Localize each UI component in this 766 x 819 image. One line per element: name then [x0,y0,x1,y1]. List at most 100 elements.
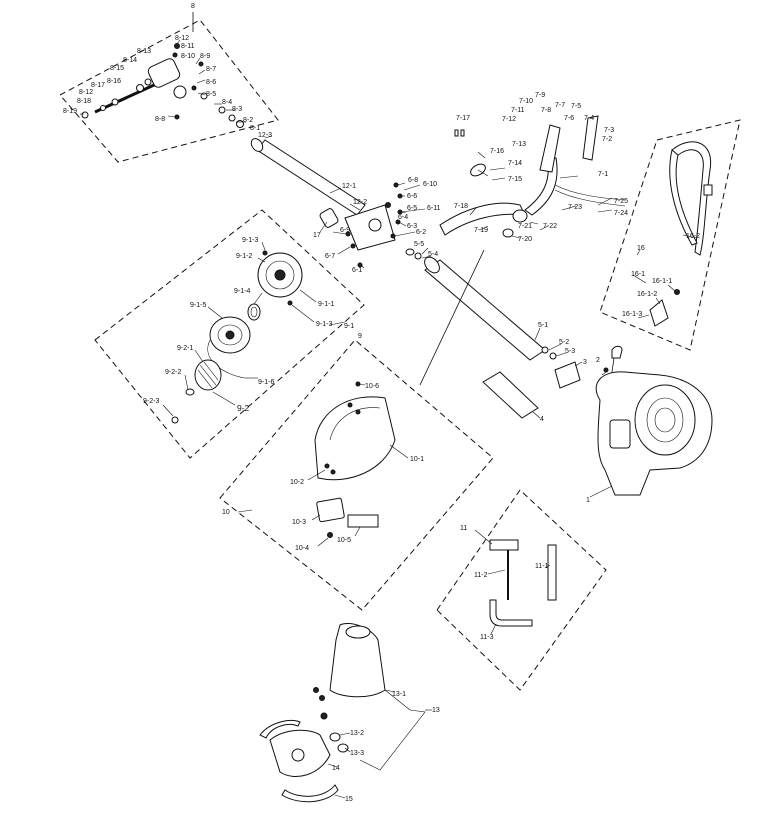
label-5-5: 5-5 [414,241,424,248]
label-7-14: 7-14 [508,160,522,167]
label-16-1-1: 16-1-1 [652,278,672,285]
blade-assembly [259,623,432,803]
label-8-1: 8-1 [250,125,260,132]
group-10-box [219,339,494,611]
label-7-11: 7-11 [511,107,525,114]
label-4: 4 [540,416,544,423]
label-9: 9 [358,333,362,340]
strap-16-2 [671,141,712,256]
label-8-12b: 8-12 [79,89,93,96]
washer-13-2 [329,732,341,742]
label-8-6: 8-6 [206,79,216,86]
label-10-1: 10-1 [410,456,424,463]
label-9-1-5: 9-1-5 [190,302,206,309]
label-12-1: 12-1 [342,183,356,190]
clamp-17 [319,208,339,228]
label-8: 8 [191,3,195,10]
handle-bar-right [524,157,558,216]
label-9-2-1: 9-2-1 [177,345,193,352]
label-16-1-2: 16-1-2 [637,291,657,298]
label-7-12: 7-12 [502,116,516,123]
label-16-1: 16-1 [631,271,645,278]
upper-shaft-tube [256,139,366,216]
label-7-17: 7-17 [456,115,470,122]
label-11-1: 11-1 [535,563,549,570]
label-6-2: 6-2 [416,229,426,236]
label-12-3: 12-3 [258,132,272,139]
drive-tube [424,259,546,361]
label-7-21: 7-21 [518,223,532,230]
engine-flywheel-cover [634,384,696,456]
label-10-5: 10-5 [337,537,351,544]
guard-assembly [219,339,494,611]
label-8-12: 8-12 [175,35,189,42]
label-8-9: 8-9 [200,53,210,60]
label-9-1: 9-1 [344,323,354,330]
label-6-4: 6-4 [398,214,408,221]
label-8-10: 8-10 [181,53,195,60]
plate-10-5 [347,514,379,528]
label-7-8: 7-8 [541,107,551,114]
label-5-3: 5-3 [565,348,575,355]
label-5-2: 5-2 [559,339,569,346]
label-7-9: 7-9 [535,92,545,99]
label-7-1: 7-1 [598,171,608,178]
label-14: 14 [332,765,340,772]
spark-plug-cap [611,345,623,359]
group-9-box [94,209,365,459]
label-16: 16 [637,245,645,252]
throttle-grip [539,124,561,173]
label-10-2: 10-2 [290,479,304,486]
label-6-10: 6-10 [423,181,437,188]
label-7-10: 7-10 [519,98,533,105]
label-5-4: 5-4 [428,251,438,258]
label-13-1: 13-1 [392,691,406,698]
upper-shaft-assembly [250,135,426,269]
label-9-1-3b: 9-1-3 [316,321,332,328]
label-9-2-2: 9-2-2 [165,369,181,376]
label-7-23: 7-23 [568,204,582,211]
label-9-2: 9-2 [237,403,250,413]
throttle-lever [582,115,599,161]
label-10-6: 10-6 [365,383,379,390]
label-13-2: 13-2 [350,730,364,737]
trimmer-head-assembly [94,209,365,459]
gear-housing [147,58,181,88]
engine-assembly [589,345,713,498]
label-9-1-1: 9-1-1 [318,301,334,308]
label-7-18: 7-18 [454,203,468,210]
label-6-11: 6-11 [427,205,441,212]
shoulder-strap-assembly [599,119,741,351]
label-8-5: 8-5 [206,91,216,98]
spring-9-1-4 [247,303,261,321]
label-8-4: 8-4 [222,99,232,106]
label-7-15: 7-15 [508,176,522,183]
label-8-11: 8-11 [181,43,195,50]
label-16-1-3: 16-1-3 [622,311,642,318]
label-8-3: 8-3 [232,106,242,113]
strap-hook [649,299,669,327]
label-9-1-2: 9-1-2 [236,253,252,260]
group-8-box [59,19,279,163]
label-8-7: 8-7 [206,66,216,73]
label-10-3: 10-3 [292,519,306,526]
label-8-13: 8-13 [137,48,151,55]
label-3: 3 [583,359,587,366]
label-13: 13 [432,707,440,714]
label-9-1-4: 9-1-4 [234,288,250,295]
label-7-7: 7-7 [555,102,565,109]
label-6-8: 6-8 [408,177,418,184]
label-7-13: 7-13 [512,141,526,148]
label-7-22: 7-22 [543,223,557,230]
label-7-19: 7-19 [474,227,488,234]
label-8-17: 8-17 [91,82,105,89]
label-7-6: 7-6 [564,115,574,122]
label-8-8: 8-8 [155,116,165,123]
label-10-4: 10-4 [295,545,309,552]
grip-sleeve-4 [482,371,539,419]
label-8-18: 8-18 [77,98,91,105]
gear-cap [173,85,187,99]
label-8-2: 8-2 [243,117,253,124]
